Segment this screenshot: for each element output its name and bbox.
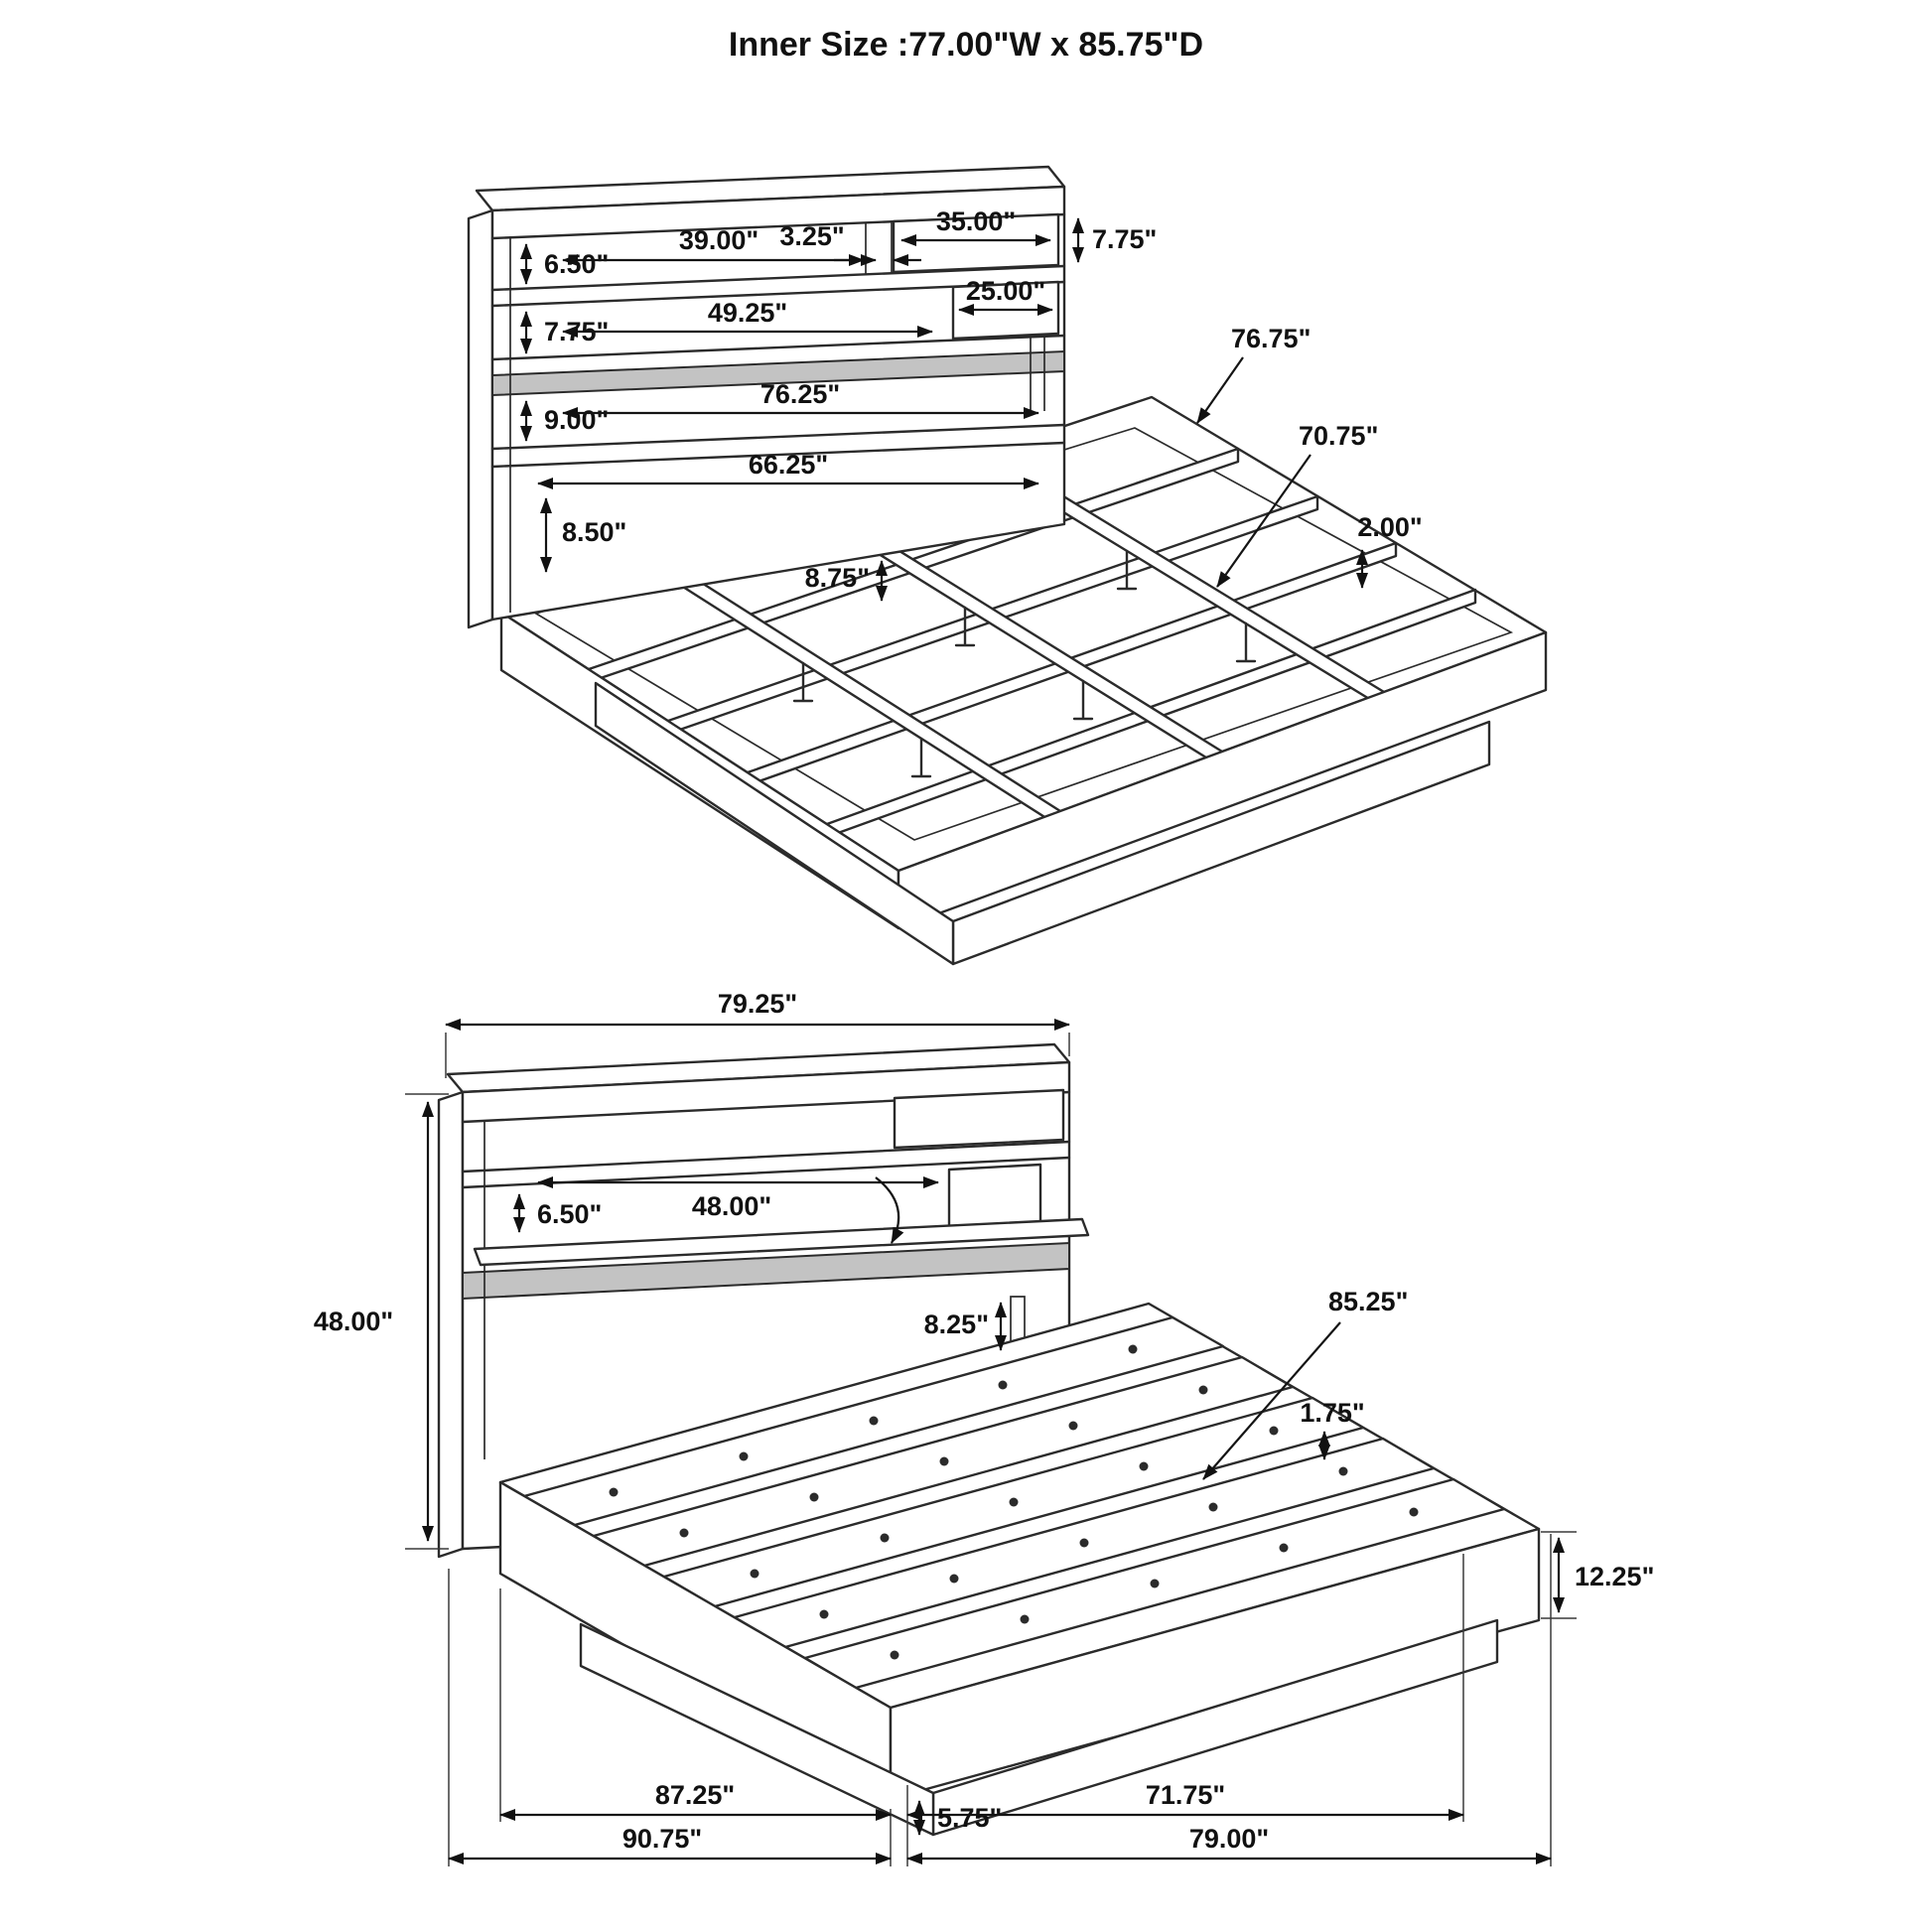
dim-bottom-footboard-width: 71.75"	[1146, 1780, 1225, 1810]
dim-top-shelf2-width: 49.25"	[708, 298, 787, 328]
headboard-light-strip	[462, 1241, 1070, 1301]
dim-bottom-base-height: 5.75"	[937, 1803, 1002, 1833]
headboard-right-cubby	[893, 1088, 1065, 1150]
support-legs	[792, 549, 1257, 778]
bottom-view: 79.25" 48.00" 6.50" 48.00" 8.25" 85.25" …	[314, 989, 1654, 1866]
flip-down-door-edge	[473, 1217, 1090, 1267]
dim-top-cubby2-width: 25.00"	[966, 276, 1045, 306]
dim-bottom-ledge-height: 8.25"	[924, 1310, 989, 1339]
dim-bottom-headboard-width: 79.25"	[718, 989, 797, 1019]
headboard-light-strip	[491, 349, 1065, 397]
top-view-bed-frame	[499, 395, 1548, 966]
dim-bottom-platform-depth: 87.25"	[655, 1780, 735, 1810]
dim-bottom-door-height: 6.50"	[537, 1199, 602, 1229]
bottom-view-dimensions: 79.25" 48.00" 6.50" 48.00" 8.25" 85.25" …	[314, 989, 1654, 1866]
dim-top-shelf3-height: 9.00"	[544, 405, 609, 435]
dim-top-cubby-height: 7.75"	[1092, 224, 1157, 254]
top-view-headboard	[467, 165, 1066, 629]
dim-top-shelf1-width: 39.00"	[679, 225, 759, 255]
dim-bottom-slat-thickness: 1.75"	[1300, 1398, 1364, 1428]
top-view: 6.50" 39.00" 3.25" 35.00" 7.75" 7.75" 49…	[467, 165, 1548, 966]
dim-top-base-panel-width: 66.25"	[749, 450, 828, 480]
plinth-left-face	[579, 1622, 935, 1837]
plinth-left-face	[594, 681, 955, 966]
page-title: Inner Size :77.00"W x 85.75"D	[729, 26, 1203, 64]
dim-bottom-headboard-height: 48.00"	[314, 1307, 393, 1336]
headboard-left-side	[467, 208, 494, 629]
dim-bottom-slat-length: 85.25"	[1328, 1287, 1408, 1316]
dim-top-center-rail-length: 70.75"	[1299, 421, 1378, 451]
led-support-posts	[1030, 336, 1045, 413]
dim-bottom-total-width: 79.00"	[1189, 1824, 1269, 1854]
bottom-view-platform	[498, 1302, 1541, 1837]
dim-bottom-door-width: 48.00"	[692, 1191, 771, 1221]
dim-bottom-total-depth: 90.75"	[622, 1824, 702, 1854]
dim-top-leg-height: 8.75"	[805, 563, 870, 593]
slat-screw-holes	[609, 1344, 1419, 1660]
dim-top-shelf1-height: 6.50"	[544, 249, 609, 279]
dim-top-base-panel-height: 8.50"	[562, 517, 626, 547]
dim-bottom-platform-side-height: 12.25"	[1575, 1562, 1654, 1591]
dim-top-shelf3-width: 76.25"	[760, 379, 840, 409]
dim-top-divider-width: 3.25"	[779, 221, 844, 251]
dim-top-cubby-width: 35.00"	[936, 207, 1016, 236]
dim-top-rail-thickness: 2.00"	[1357, 512, 1422, 542]
dim-top-side-rail-length: 76.75"	[1231, 324, 1311, 353]
headboard-front-face	[490, 185, 1066, 621]
top-view-dimensions: 6.50" 39.00" 3.25" 35.00" 7.75" 7.75" 49…	[520, 207, 1423, 602]
platform-foot-face	[889, 1527, 1541, 1801]
headboard-left-side	[437, 1090, 465, 1559]
